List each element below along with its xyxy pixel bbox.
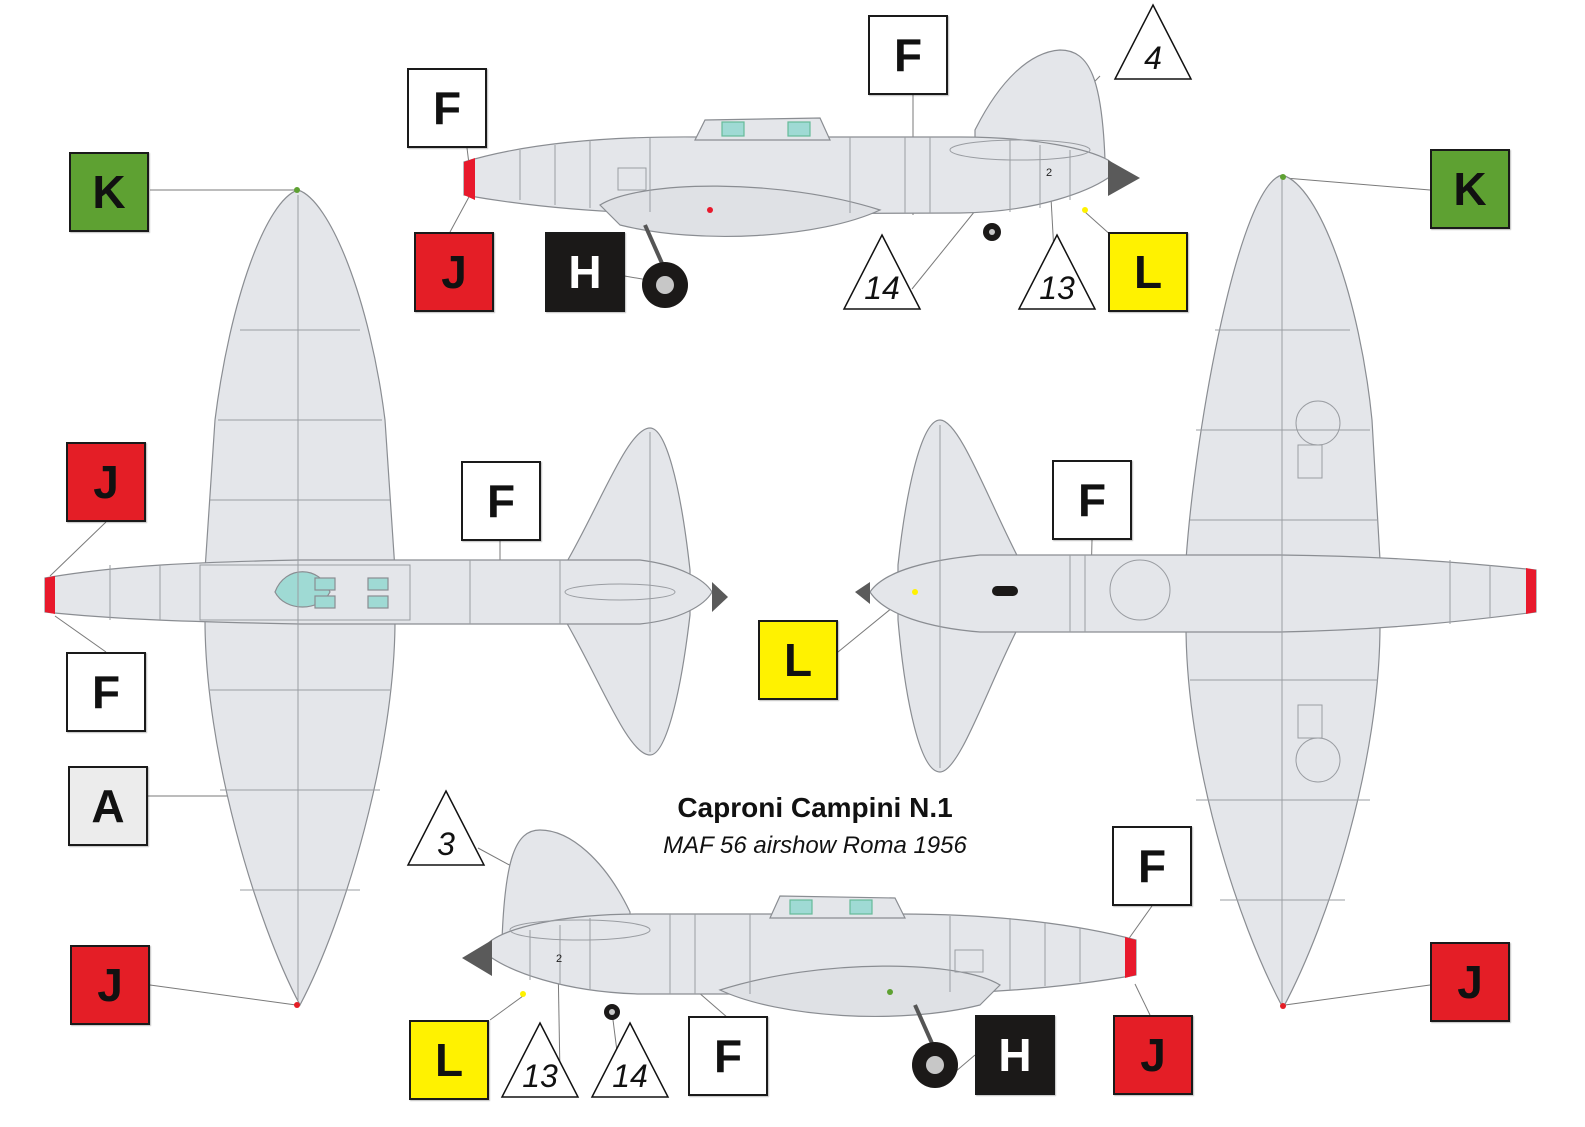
marker-k-left: K	[69, 152, 149, 232]
marker-f-side-bottom-nose: F	[1112, 826, 1192, 906]
marker-h-side-top: H	[545, 232, 625, 312]
triangle-13-top: 13	[1017, 232, 1097, 312]
triangle-14-top-label: 14	[864, 270, 900, 306]
side-view-top: 2	[463, 49, 1140, 308]
triangle-4-top: 4	[1113, 2, 1193, 82]
triangle-4-top-label: 4	[1144, 40, 1162, 76]
marker-f-plan-left-tail: F	[461, 461, 541, 541]
marker-l-plan-right: L	[758, 620, 838, 700]
diagram-subtitle: MAF 56 airshow Roma 1956	[663, 832, 967, 859]
triangle-14-top: 14	[842, 232, 922, 312]
triangle-3-bottom-label: 3	[437, 826, 455, 862]
side-view-bottom: 2	[462, 829, 1137, 1088]
marker-l-side-top: L	[1108, 232, 1188, 312]
marker-f-side-top-nose: F	[407, 68, 487, 148]
marker-k-right: K	[1430, 149, 1510, 229]
plan-view-right	[855, 174, 1537, 1010]
triangle-13-top-label: 13	[1039, 270, 1075, 306]
marker-j-side-top: J	[414, 232, 494, 312]
triangle-3-bottom: 3	[406, 788, 486, 868]
fuselage-code-bottom: 2	[556, 953, 562, 965]
marker-h-side-bottom: H	[975, 1015, 1055, 1095]
marker-f-side-top-mid: F	[868, 15, 948, 95]
plan-view-left	[44, 189, 728, 1007]
marker-j-plan-left-tip: J	[70, 945, 150, 1025]
marker-f-plan-left-nose: F	[66, 652, 146, 732]
marker-f-side-bottom-mid: F	[688, 1016, 768, 1096]
marker-j-plan-left-nose: J	[66, 442, 146, 522]
triangle-13-bottom: 13	[500, 1020, 580, 1100]
marker-l-side-bottom: L	[409, 1020, 489, 1100]
diagram-title: Caproni Campini N.1	[677, 792, 953, 823]
marker-a-plan-left: A	[68, 766, 148, 846]
wingtip-dot-green-left	[294, 187, 300, 193]
triangle-14-bottom: 14	[590, 1020, 670, 1100]
marker-f-plan-right-tail: F	[1052, 460, 1132, 540]
marker-j-side-bottom: J	[1113, 1015, 1193, 1095]
fuselage-code-top: 2	[1046, 167, 1052, 179]
wingtip-dot-green-right	[1280, 174, 1286, 180]
triangle-13-bottom-label: 13	[522, 1058, 558, 1094]
wingtip-dot-red-left	[294, 1002, 300, 1008]
wingtip-dot-red-right	[1280, 1003, 1286, 1009]
marker-j-plan-right-tip: J	[1430, 942, 1510, 1022]
triangle-14-bottom-label: 14	[612, 1058, 648, 1094]
